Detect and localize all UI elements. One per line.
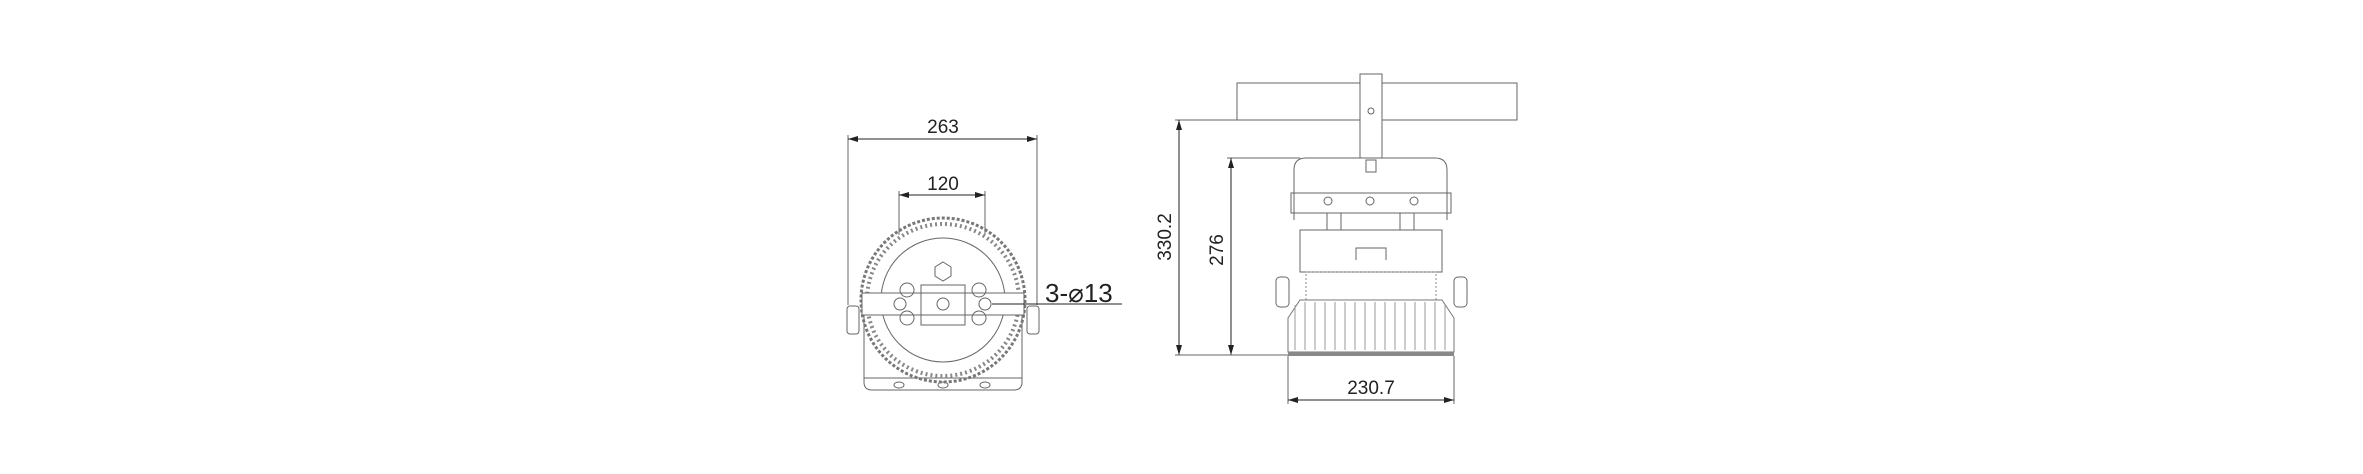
knob-right (1026, 305, 1040, 335)
hole-callout: 3-⌀13 (1045, 278, 1113, 308)
side-view (1175, 73, 1518, 404)
yoke-bracket (1293, 157, 1448, 220)
dimension-276: 276 (1207, 234, 1228, 266)
side-knob-left (1275, 276, 1290, 308)
dimension-230-7: 230.7 (1347, 378, 1395, 399)
mounting-post (1359, 73, 1383, 159)
knob-left (846, 305, 860, 335)
dimension-120: 120 (927, 174, 959, 195)
upper-fins (1305, 271, 1437, 301)
side-knob-right (1453, 276, 1468, 308)
driver-box (1299, 229, 1443, 273)
heatsink-ring (859, 216, 1027, 384)
bracket-plate (1290, 192, 1452, 214)
base-plate (863, 300, 1023, 391)
front-view (846, 135, 1122, 391)
dimension-263: 263 (927, 117, 959, 138)
hex-nut (934, 261, 952, 282)
heatsink (1287, 299, 1455, 353)
dimension-330-2: 330.2 (1155, 213, 1176, 261)
